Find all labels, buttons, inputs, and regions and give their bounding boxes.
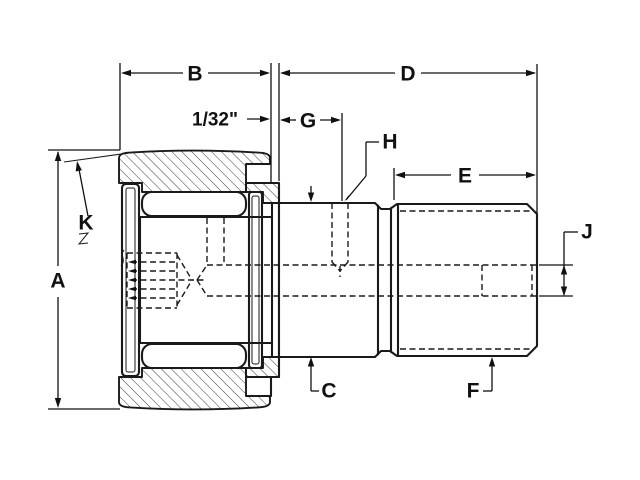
needle-rollers (140, 190, 248, 370)
lube-hole-inner (206, 218, 225, 265)
socket-drill-point-upper (176, 254, 193, 281)
dimension-C: C (307, 186, 337, 403)
dim-label-C: C (321, 380, 336, 403)
right-end-washer-inner (251, 195, 260, 365)
dimension-B: B (119, 63, 272, 183)
dimension-F: F (467, 357, 496, 403)
dim-label-E: E (458, 165, 472, 188)
axial-bore (196, 264, 536, 297)
needle-roller-top (140, 190, 248, 218)
dim-label-clearance: 1/32" (192, 110, 238, 131)
outer-ring-bottom-band (118, 367, 271, 411)
hidden-details (126, 203, 536, 309)
right-end-washer-outer (247, 190, 264, 370)
dim-label-B: B (187, 63, 202, 86)
left-hex-socket (126, 252, 205, 309)
dimension-G: G (280, 110, 343, 201)
crown-tangent-line (63, 152, 133, 163)
socket-drill-point-lower (176, 279, 193, 306)
stud-body (277, 201, 539, 359)
dimension-J: J (539, 221, 593, 297)
needle-roller-bottom (140, 342, 248, 370)
dimension-H: H (344, 131, 398, 202)
dim-label-K: K (78, 212, 93, 235)
dim-label-J: J (581, 221, 593, 244)
dimension-D: D (278, 63, 538, 214)
stud-outline (277, 201, 539, 359)
dim-label-A: A (50, 270, 65, 293)
dimension-A: A (48, 149, 120, 410)
dimension-K: K (63, 152, 133, 267)
squiggle-mark (77, 232, 90, 245)
lube-hole-stud (331, 203, 349, 277)
dimension-clearance: 1/32" (192, 110, 270, 131)
dim-label-F: F (467, 380, 480, 403)
dimension-E: E (393, 165, 536, 200)
dim-label-D: D (400, 63, 415, 86)
dim-label-G: G (300, 110, 316, 133)
dim-label-H: H (382, 131, 397, 154)
break-mark (120, 249, 125, 267)
outer-ring-section (118, 149, 273, 411)
